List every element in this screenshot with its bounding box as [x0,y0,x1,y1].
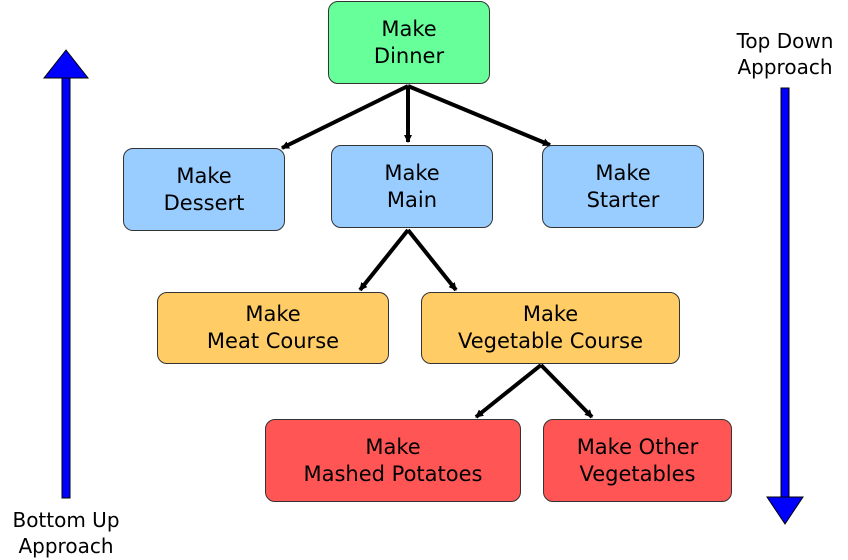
label-line: Bottom Up [12,508,120,532]
node-line: Make Other [576,434,699,459]
node-line: Make [245,302,301,326]
edge-main-veg [406,228,458,292]
node-line: Make [381,16,437,41]
node-line: Main [386,187,438,212]
label-line: Approach [737,55,833,79]
node-line: Dessert [163,190,245,215]
edge-main-meat [358,228,410,292]
label-line: Approach [18,534,114,558]
node-line: Dinner [373,43,445,68]
bottom-up-arrow [42,49,90,499]
top-down-arrow [766,87,804,525]
edge-veg-other [539,363,594,419]
node-line: Starter [586,187,660,212]
node-line: Make [595,160,651,185]
node-line: Vegetable Course [457,329,644,353]
edge-dinner-starter [407,84,551,147]
edge-veg-mashed [474,363,543,419]
node-line: Make [176,163,232,188]
node-line: Mashed Potatoes [303,461,483,486]
node-line: Make [384,160,440,185]
node-line: Vegetables [579,461,696,486]
edge-dinner-dessert [281,84,409,150]
node-line: Make [365,434,421,459]
node-line: Make [522,302,579,326]
label-line: Top Down [736,29,834,53]
node-line: Meat Course [206,329,340,353]
